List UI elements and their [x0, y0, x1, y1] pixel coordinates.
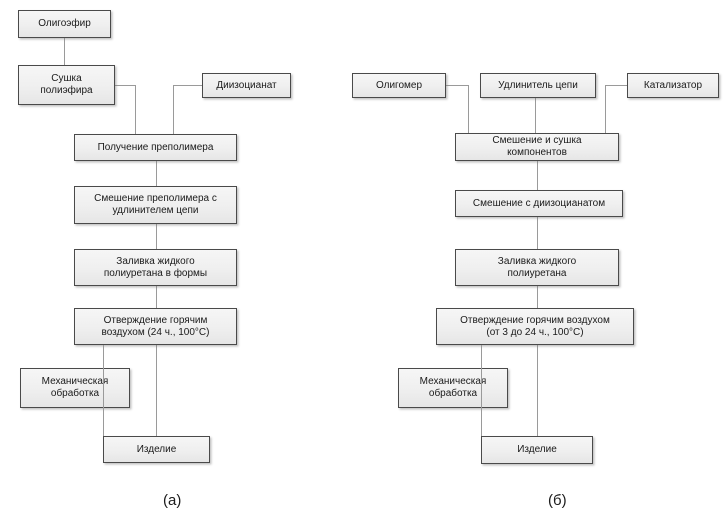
node-mixing-with-extender[interactable]: Смешение преполимера с удлинителем цепи — [74, 186, 237, 224]
node-diisocyanate[interactable]: Диизоцианат — [202, 73, 291, 98]
connector-diisocyanate-to-prepolymer-h — [173, 85, 202, 86]
node-oligomer[interactable]: Олигомер — [352, 73, 446, 98]
connector-diisocyanate-to-prepolymer-v — [173, 85, 174, 134]
connector-casting-to-curing — [537, 286, 538, 311]
connector-chain-extender-to-mixing — [535, 97, 536, 133]
node-diisocyanate-label: Диизоцианат — [216, 79, 277, 91]
node-curing-hot-air-label: Отверждение горячим воздухом (24 ч., 100… — [101, 314, 210, 338]
node-casting-into-molds[interactable]: Заливка жидкого полиуретана в формы — [74, 249, 237, 286]
connector-oligomer-to-mixing-h — [446, 85, 469, 86]
node-catalyst[interactable]: Катализатор — [627, 73, 719, 98]
connector-catalyst-to-mixing-h — [605, 85, 627, 86]
node-drying-polyester[interactable]: Сушка полиэфира — [18, 65, 115, 105]
connector-mixing-to-casting — [156, 224, 157, 249]
node-casting-liquid-polyurethane[interactable]: Заливка жидкого полиуретана — [455, 249, 619, 286]
connector-diisocyanate-step-to-casting — [537, 217, 538, 249]
node-product-label: Изделие — [517, 444, 557, 455]
node-chain-extender-label: Удлинитель цепи — [498, 79, 578, 91]
node-oligoether-label: Олигоэфир — [38, 18, 91, 29]
connector-catalyst-to-mixing-v — [605, 85, 606, 133]
connector-drying-to-prepolymer-h — [115, 85, 136, 86]
node-oligoether[interactable]: Олигоэфир — [18, 10, 111, 38]
node-mixing-with-diisocyanate-label: Смешение с диизоцианатом — [472, 197, 606, 209]
panel-caption-a: (а) — [163, 492, 182, 509]
node-casting-liquid-polyurethane-label: Заливка жидкого полиуретана — [497, 255, 577, 279]
node-mixing-and-drying[interactable]: Смешение и сушка компонентов — [455, 133, 619, 161]
node-product-label: Изделие — [136, 443, 177, 455]
node-product[interactable]: Изделие — [103, 436, 210, 463]
connector-curing-to-product — [537, 345, 538, 436]
connector-mixing-to-diisocyanate-step — [537, 161, 538, 190]
node-casting-into-molds-label: Заливка жидкого полиуретана в формы — [103, 255, 208, 279]
node-curing-hot-air-label: Отверждение горячим воздухом (от 3 до 24… — [460, 314, 610, 338]
node-chain-extender[interactable]: Удлинитель цепи — [480, 73, 596, 98]
connector-oligomer-to-mixing-v — [468, 85, 469, 133]
node-curing-hot-air[interactable]: Отверждение горячим воздухом (от 3 до 24… — [436, 308, 634, 345]
node-mixing-and-drying-label: Смешение и сушка компонентов — [492, 135, 582, 158]
connector-curing-to-machining-branch — [481, 345, 482, 436]
node-catalyst-label: Катализатор — [643, 79, 703, 91]
node-drying-polyester-label: Сушка полиэфира — [40, 73, 93, 96]
node-mixing-with-diisocyanate[interactable]: Смешение с диизоцианатом — [455, 190, 623, 217]
node-prepolymer-synthesis-label: Получение преполимера — [97, 141, 214, 153]
node-curing-hot-air[interactable]: Отверждение горячим воздухом (24 ч., 100… — [74, 308, 237, 345]
connector-oligoether-to-drying — [64, 38, 65, 65]
node-prepolymer-synthesis[interactable]: Получение преполимера — [74, 134, 237, 161]
connector-prepolymer-to-mixing — [156, 161, 157, 186]
connector-casting-to-curing — [156, 286, 157, 311]
node-product[interactable]: Изделие — [481, 436, 593, 464]
node-machining[interactable]: Механическая обработка — [20, 368, 130, 408]
node-mixing-with-extender-label: Смешение преполимера с удлинителем цепи — [94, 193, 217, 216]
panel-caption-b: (б) — [548, 492, 567, 509]
node-oligomer-label: Олигомер — [375, 79, 423, 91]
connector-curing-to-product — [156, 345, 157, 436]
connector-drying-to-prepolymer-v — [135, 85, 136, 134]
connector-curing-to-machining-branch — [103, 345, 104, 436]
node-machining-label: Механическая обработка — [41, 376, 109, 399]
node-machining[interactable]: Механическая обработка — [398, 368, 508, 408]
node-machining-label: Механическая обработка — [419, 376, 487, 399]
